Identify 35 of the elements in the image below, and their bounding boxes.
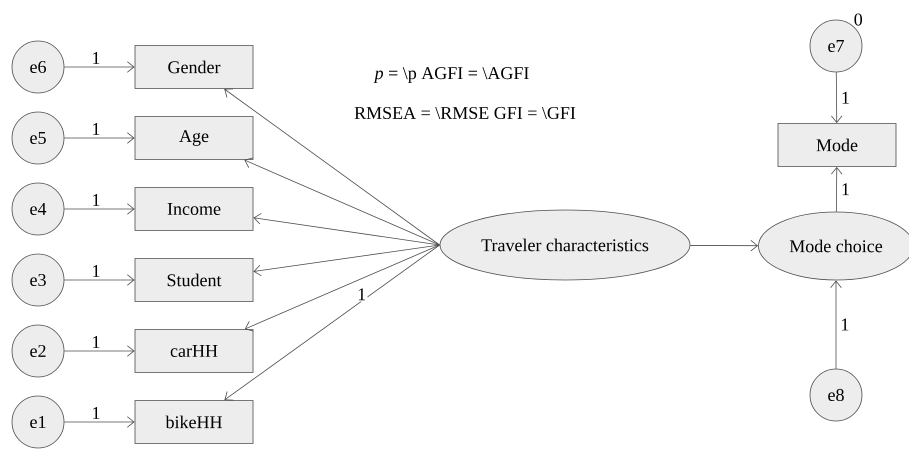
arrow <box>253 244 440 276</box>
edge-label: 1 <box>839 317 851 332</box>
variable-box: Income <box>134 187 254 231</box>
arrow <box>64 416 135 428</box>
edge-label: 1 <box>90 122 102 136</box>
edge-label: 1 <box>90 192 102 208</box>
arrow <box>830 166 842 212</box>
variable-box: carHH <box>134 329 254 373</box>
arrow <box>64 274 135 286</box>
variable-box: Gender <box>134 45 254 89</box>
edge-label: 1 <box>90 50 102 66</box>
variable-box: Student <box>134 258 254 302</box>
arrow <box>64 203 135 215</box>
arrow <box>224 244 440 401</box>
arrow <box>224 88 440 246</box>
edge-label: 1 <box>90 406 102 420</box>
variable-box: Age <box>134 116 254 160</box>
fit-statistics: p = \p AGFI = \AGFI <box>374 67 529 83</box>
edge-label: 1 <box>356 287 368 302</box>
variable-box: Mode <box>778 123 896 167</box>
edge-label: 1 <box>90 334 102 350</box>
arrow <box>64 61 135 73</box>
arrow <box>253 213 440 246</box>
variable-box: bikeHH <box>134 400 254 444</box>
arrow <box>64 132 135 144</box>
arrow <box>244 244 440 332</box>
arrow <box>244 158 440 246</box>
arrow <box>690 240 758 252</box>
edge-label: 1 <box>840 182 852 197</box>
arrow <box>830 72 842 124</box>
arrow <box>830 280 842 369</box>
arrow <box>64 345 135 357</box>
edge-label: 1 <box>840 90 852 106</box>
edge-label: 1 <box>90 264 102 278</box>
fit-statistics: RMSEA = \RMSE GFI = \GFI <box>354 106 576 120</box>
